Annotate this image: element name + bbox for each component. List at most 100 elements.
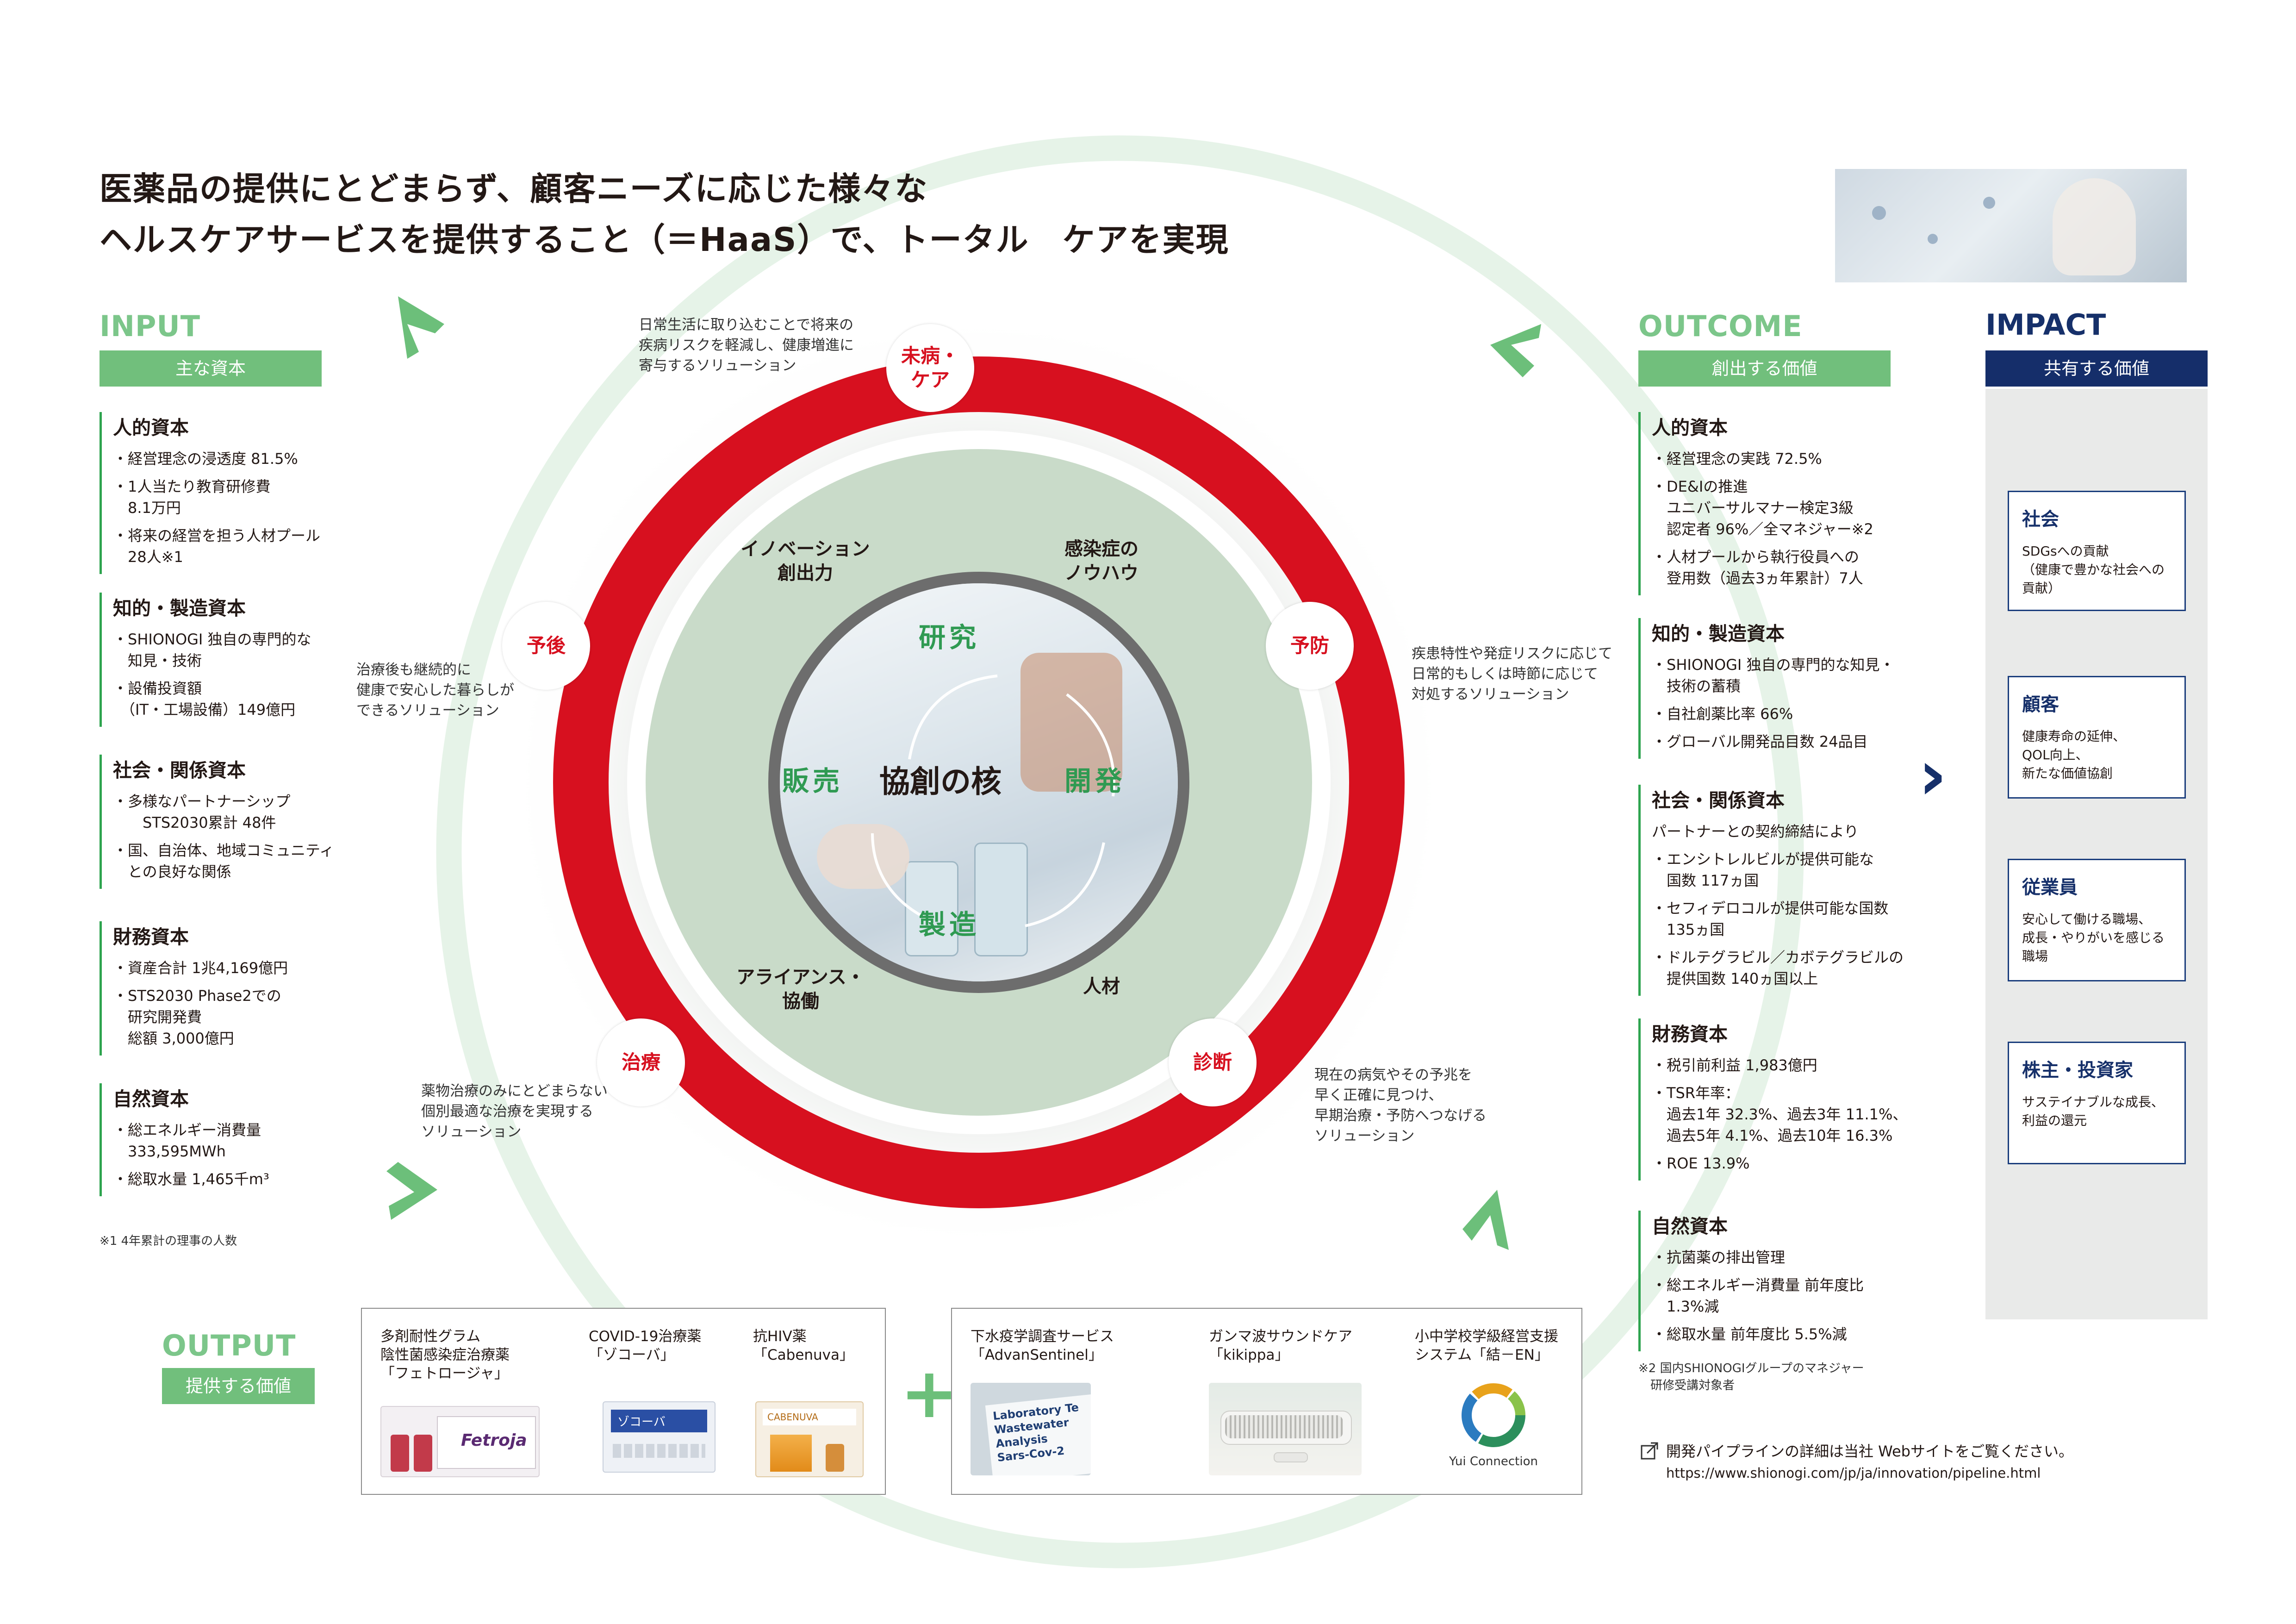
service-label-kikippa: ガンマ波サウンドケア 「kikippa」	[1209, 1328, 1352, 1363]
strength-innovation: イノベーション 創出力	[740, 538, 870, 584]
desc-mibyo: 日常生活に取り込むことで将来の 疾病リスクを軽減し、健康増進に 寄与するソリュー…	[639, 317, 854, 374]
yui-connection-logo: Yui Connection	[1429, 1378, 1558, 1480]
core-manufacture: 製造	[919, 909, 980, 940]
input-group-title: 人的資本	[113, 417, 189, 439]
impact-tag: 共有する価値	[1985, 350, 2208, 387]
input-item: ・国、自治体、地域コミュニティ との良好な関係	[113, 842, 335, 881]
cycle-arrow-bottom-right-icon	[1462, 1190, 1509, 1250]
desc-yobo: 疾患特性や発症リスクに応じて 日常的もしくは時節に応じて 対処するソリューション	[1412, 645, 1612, 703]
input-tag: 主な資本	[100, 350, 322, 387]
outcome-footnote: ※2 国内SHIONOGIグループのマネジャー 研修受講対象者	[1638, 1362, 1864, 1393]
products-box: 多剤耐性グラム 陰性菌感染症治療薬 「フェトロージャ」 COVID-19治療薬 …	[361, 1308, 886, 1495]
outcome-item: ・TSR年率： 過去1年 32.3%、過去3年 11.1%、 過去5年 4.1%…	[1652, 1084, 1908, 1144]
outcome-natural-capital: 自然資本 ・抗菌薬の排出管理 ・総エネルギー消費量 前年度比 1.3%減 ・総取…	[1638, 1211, 1864, 1351]
stage-yogo: 予後	[502, 602, 590, 690]
cycle-arrow-bottom-left-icon	[386, 1162, 437, 1220]
output-heading: OUTPUT	[162, 1329, 296, 1362]
output-tag: 提供する価値	[162, 1368, 315, 1404]
input-item: ・STS2030 Phase2での 研究開発費 総額 3,000億円	[113, 987, 281, 1047]
outcome-item: ・総取水量 前年度比 5.5%減	[1652, 1325, 1847, 1343]
cycle-arrow-top-left-icon	[398, 296, 444, 359]
product-label-xocova: COVID-19治療薬 「ゾコーバ」	[589, 1328, 702, 1363]
input-group-title: 社会・関係資本	[113, 759, 246, 781]
stage-mibyo-care: 未病・ ケア	[886, 324, 974, 412]
desc-yogo: 治療後も継続的に 健康で安心した暮らしが できるソリューション	[356, 662, 514, 719]
core-develop: 開発	[1064, 765, 1126, 797]
outcome-item: ・ROE 13.9%	[1652, 1155, 1750, 1172]
xocova-product-image: ゾコーバ	[603, 1401, 716, 1473]
input-heading: INPUT	[100, 309, 201, 343]
outcome-item: ・経営理念の実践 72.5%	[1652, 450, 1822, 468]
desc-chiryo: 薬物治療のみにとどまらない 個別最適な治療を実現する ソリューション	[421, 1083, 608, 1140]
desc-shindan: 現在の病気やその予兆を 早く正確に見つけ、 早期治療・予防へつなげる ソリューシ…	[1314, 1067, 1487, 1144]
input-item: ・総取水量 1,465千m³	[113, 1170, 269, 1188]
plus-icon: +	[900, 1353, 958, 1434]
page-title-line1: 医薬品の提供にとどまらず、顧客ニーズに応じた様々な	[100, 170, 928, 208]
outcome-item: ・DE&Iの推進 ユニバーサルマナー検定3級 認定者 96%／全マネジャー※2	[1652, 478, 1873, 538]
cabenuva-brand: CABENUVA	[763, 1409, 856, 1425]
outcome-item: ・人材プールから執行役員への 登用数（過去3ヵ年累計）7人	[1652, 548, 1863, 587]
stage-chiryo: 治療	[597, 1018, 685, 1106]
page-title-line2: ヘルスケアサービスを提供すること（＝HaaS）で、トータル ケアを実現	[100, 221, 1229, 259]
outcome-item: ・税引前利益 1,983億円	[1652, 1056, 1817, 1074]
input-natural-capital: 自然資本 ・総エネルギー消費量 333,595MWh ・総取水量 1,465千m…	[100, 1083, 269, 1196]
fetroja-brand: Fetroja	[461, 1431, 527, 1450]
wheel-red-ring	[553, 356, 1405, 1208]
impact-box-title: 株主・投資家	[2022, 1060, 2133, 1081]
service-label-yui: 小中学校学級経営支援 システム「結－EN」	[1415, 1328, 1558, 1363]
input-item: ・資産合計 1兆4,169億円	[113, 959, 288, 977]
cycle-arrow-top-right-icon	[1490, 324, 1541, 377]
outcome-group-title: 財務資本	[1652, 1023, 1728, 1045]
advansentinel-label-text: Laboratory Te Wastewater Analysis Sars-C…	[985, 1393, 1091, 1475]
impact-customer-box: 顧客 健康寿命の延伸、 QOL向上、 新たな価値協創	[2008, 676, 2186, 799]
stage-yobo: 予防	[1266, 602, 1354, 690]
impact-employee-box: 従業員 安心して働ける職場、 成長・やりがいを感じる 職場	[2008, 859, 2186, 981]
input-item: ・多様なパートナーシップ STS2030累計 48件	[113, 793, 291, 831]
chevron-right-icon: ›	[1918, 735, 1947, 816]
outcome-item: ・グローバル開発品目数 24品目	[1652, 733, 1868, 750]
strength-alliance: アライアンス・ 協働	[736, 967, 865, 1012]
input-item: ・総エネルギー消費量 333,595MWh	[113, 1121, 261, 1160]
impact-heading: IMPACT	[1985, 308, 2106, 342]
outcome-group-title: 人的資本	[1652, 417, 1728, 439]
external-link-icon[interactable]	[1641, 1442, 1659, 1461]
impact-box-text: サステイナブルな成長、 利益の還元	[2022, 1094, 2164, 1128]
core-center-label: 協創の核	[879, 764, 1002, 800]
impact-box-text: 安心して働ける職場、 成長・やりがいを感じる 職場	[2022, 912, 2165, 964]
impact-box-title: 従業員	[2022, 877, 2078, 898]
impact-box-title: 顧客	[2022, 694, 2059, 715]
services-box: 下水疫学調査サービス 「AdvanSentinel」 ガンマ波サウンドケア 「k…	[951, 1308, 1582, 1495]
impact-shareholder-box: 株主・投資家 サステイナブルな成長、 利益の還元	[2008, 1042, 2186, 1164]
stage-shindan: 診断	[1169, 1018, 1257, 1106]
input-group-title: 財務資本	[113, 926, 189, 948]
outcome-tag: 創出する価値	[1638, 350, 1891, 387]
outcome-group-title: 知的・製造資本	[1652, 623, 1785, 645]
core-photo	[780, 583, 1178, 981]
outcome-financial-capital: 財務資本 ・税引前利益 1,983億円 ・TSR年率： 過去1年 32.3%、過…	[1638, 1018, 1907, 1181]
product-label-fetroja: 多剤耐性グラム 陰性菌感染症治療薬 「フェトロージャ」	[380, 1328, 510, 1382]
outcome-group-title: 社会・関係資本	[1652, 789, 1785, 812]
pipeline-link-url[interactable]: https://www.shionogi.com/jp/ja/innovatio…	[1666, 1465, 2041, 1481]
input-group-title: 知的・製造資本	[113, 597, 246, 619]
input-intellectual-capital: 知的・製造資本 ・SHIONOGI 独自の専門的な 知見・技術 ・設備投資額 （…	[100, 593, 311, 727]
outcome-item: ・抗菌薬の排出管理	[1652, 1249, 1786, 1266]
outcome-heading: OUTCOME	[1638, 309, 1803, 343]
core-sales: 販売	[782, 765, 844, 797]
outcome-item: ・SHIONOGI 独自の専門的な知見・ 技術の蓄積	[1652, 656, 1895, 695]
input-item: ・設備投資額 （IT・工場設備）149億円	[113, 680, 296, 718]
input-item: ・経営理念の浸透度 81.5%	[113, 450, 298, 468]
strength-talent: 人材	[1083, 976, 1120, 997]
outcome-item: ・セフィデロコルが提供可能な国数 135ヵ国	[1652, 899, 1889, 938]
cabenuva-product-image: CABENUVA	[755, 1401, 864, 1477]
impact-box-title: 社会	[2022, 509, 2059, 530]
outcome-social-capital: 社会・関係資本 パートナーとの契約締結により ・エンシトレルビルが提供可能な 国…	[1638, 785, 1904, 996]
impact-box-text: SDGsへの貢献 （健康で豊かな社会への 貢献）	[2022, 543, 2165, 596]
kikippa-image	[1209, 1383, 1362, 1475]
outcome-item: ・エンシトレルビルが提供可能な 国数 117ヵ国	[1652, 850, 1874, 889]
core-research: 研究	[919, 622, 980, 653]
outcome-group-title: 自然資本	[1652, 1215, 1728, 1237]
input-group-title: 自然資本	[113, 1088, 189, 1110]
product-label-cabenuva: 抗HIV薬 「Cabenuva」	[753, 1328, 854, 1363]
impact-society-box: 社会 SDGsへの貢献 （健康で豊かな社会への 貢献）	[2008, 491, 2186, 611]
